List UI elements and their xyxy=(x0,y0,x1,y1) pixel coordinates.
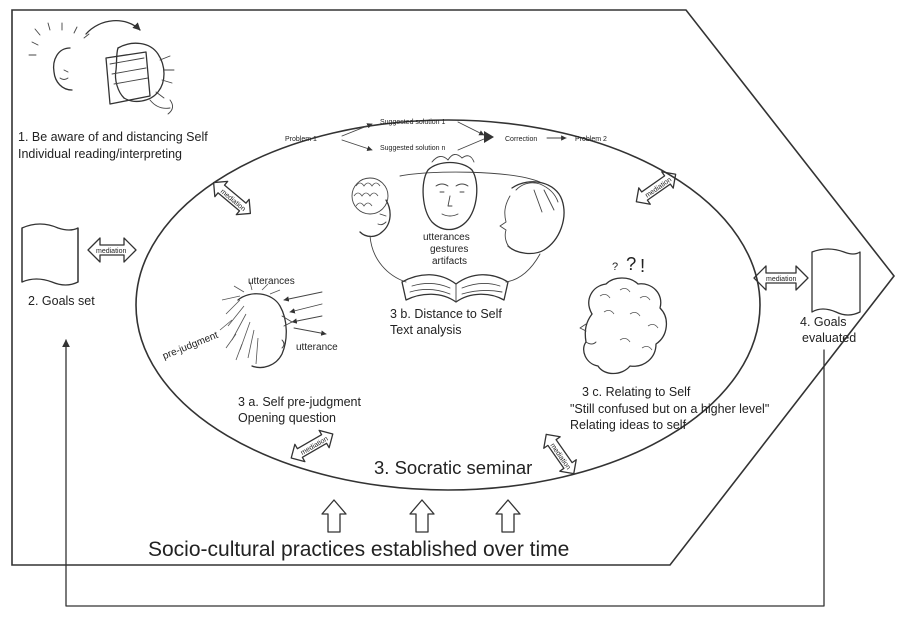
feedback-loop xyxy=(62,339,825,607)
socio-cultural-practices-label: Socio-cultural practices established ove… xyxy=(148,538,569,561)
step4-label-line2: evaluated xyxy=(802,331,856,345)
svg-text:Correction: Correction xyxy=(505,136,537,143)
svg-text:Suggested solution 1: Suggested solution 1 xyxy=(380,119,445,126)
upward-arrow-left xyxy=(321,499,347,533)
step1-title: 1. Be aware of and distancing Self xyxy=(18,130,208,144)
svg-text:gestures: gestures xyxy=(430,244,468,255)
step1-subtitle: Individual reading/interpreting xyxy=(18,147,182,161)
mediation-arrow-right: mediation xyxy=(753,265,809,291)
svg-text:mediation: mediation xyxy=(96,248,126,255)
svg-text:Problem 1: Problem 1 xyxy=(285,136,317,143)
svg-text:Suggested solution n: Suggested solution n xyxy=(380,145,445,152)
step4-label-line1: 4. Goals xyxy=(800,315,847,329)
step3a-title: 3 a. Self pre-judgment xyxy=(238,395,362,409)
step3c-quote: "Still confused but on a higher level" xyxy=(570,402,769,416)
pre-judgment-sketch-icon xyxy=(219,281,327,369)
seminar-ellipse xyxy=(135,119,761,491)
step2-label: 2. Goals set xyxy=(28,294,95,308)
evaluation-document-icon xyxy=(811,248,861,316)
svg-text:mediation: mediation xyxy=(766,276,796,283)
svg-text:?: ? xyxy=(626,253,636,274)
step3c-title: 3 c. Relating to Self xyxy=(582,385,691,399)
svg-text:!: ! xyxy=(640,255,645,276)
mediation-arrow-top-left: mediation xyxy=(212,180,252,216)
self-distancing-sketch-icon xyxy=(28,19,175,115)
svg-text:artifacts: artifacts xyxy=(432,256,467,267)
mediation-arrow-top-right: mediation xyxy=(635,171,677,205)
svg-text:?: ? xyxy=(612,261,618,273)
svg-text:Problem 2: Problem 2 xyxy=(575,136,607,143)
upward-arrow-center xyxy=(409,499,435,533)
mediation-arrow-bottom-left: mediation xyxy=(290,429,334,463)
mediation-arrow-left: mediation xyxy=(87,237,137,263)
pre-judgment-label: pre-judgment xyxy=(161,330,220,362)
step3b-title: 3 b. Distance to Self xyxy=(390,307,502,321)
svg-text:utterances: utterances xyxy=(423,232,470,243)
problem-solution-flow: Problem 1 Suggested solution 1 Suggested… xyxy=(285,119,607,152)
relating-to-self-sketch-icon: ? ! ? xyxy=(579,253,667,375)
upward-arrow-right xyxy=(495,499,521,533)
mediation-arrow-bottom-right: mediation xyxy=(543,433,577,475)
step3c-subtitle: Relating ideas to self xyxy=(570,418,687,432)
utterances-label: utterances xyxy=(248,276,295,287)
outer-frame xyxy=(11,9,896,566)
step3a-subtitle: Opening question xyxy=(238,411,336,425)
goals-document-icon xyxy=(21,223,79,286)
step3b-subtitle: Text analysis xyxy=(390,323,462,337)
socratic-seminar-title: 3. Socratic seminar xyxy=(374,457,532,478)
utterance-label: utterance xyxy=(296,342,338,353)
group-discussion-sketch-icon: utterances gestures artifacts xyxy=(351,154,565,303)
